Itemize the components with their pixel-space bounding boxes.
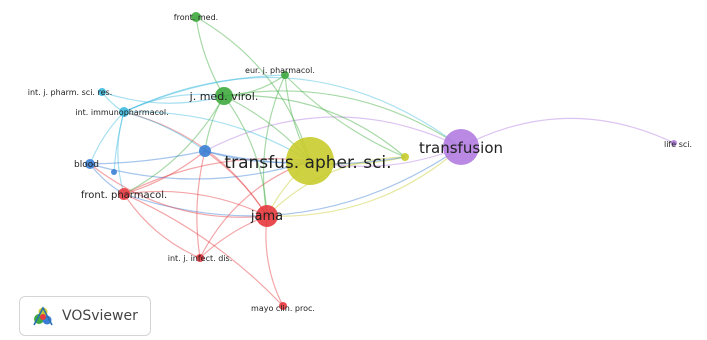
- node-yellow-small[interactable]: [401, 153, 409, 161]
- node-mayo-clin-proc[interactable]: [279, 302, 287, 310]
- label-eur-j-pharmacol: eur. j. pharmacol.: [245, 66, 315, 75]
- vosviewer-icon: [33, 306, 53, 326]
- node-blue-hub[interactable]: [199, 145, 211, 157]
- edge-transfus-apher-sci-front-med: [195, 16, 311, 162]
- edge-transfusion-blue-hub: [204, 116, 462, 152]
- label-front-med: front. med.: [174, 13, 218, 22]
- edge-jama-eur-j-pharmacol: [262, 74, 286, 217]
- edge-transfusion-jama: [266, 146, 462, 217]
- edge-transfus-apher-sci-blood: [89, 160, 311, 180]
- label-jama: jama: [250, 209, 283, 224]
- label-int-immunopharmacol: int. immunopharmacol.: [75, 108, 168, 117]
- nodes: [85, 12, 677, 310]
- edge-transfusion-j-med-virol: [223, 90, 462, 148]
- label-front-pharmacol: front. pharmacol.: [81, 190, 167, 201]
- edge-j-med-virol-int-immunopharmacol: [123, 93, 225, 113]
- edge-jama-j-med-virol: [223, 95, 268, 217]
- label-life-sci: life sci.: [664, 140, 692, 149]
- edge-int-immunopharmacol-cyan-small: [113, 111, 125, 173]
- vosviewer-logo: VOSviewer: [19, 296, 151, 336]
- edge-eur-j-pharmacol-yellow-small: [284, 74, 406, 158]
- edge-int-immunopharmacol-front-pharmacol: [117, 111, 125, 195]
- node-life-sci[interactable]: [671, 140, 677, 146]
- edge-j-med-virol-yellow-small: [223, 94, 406, 158]
- edge-eur-j-pharmacol-int-immunopharmacol: [123, 74, 286, 113]
- edge-transfusion-life-sci: [460, 117, 675, 148]
- node-j-med-virol[interactable]: [215, 87, 233, 105]
- edge-blood-blue-hub: [89, 150, 206, 165]
- node-front-pharmacol[interactable]: [118, 188, 130, 200]
- label-transfus-apher-sci: transfus. apher. sci.: [224, 153, 391, 173]
- edge-front-pharmacol-int-j-infect-dis: [123, 193, 201, 259]
- edge-front-pharmacol-blue-hub: [123, 150, 206, 195]
- label-int-j-infect-dis: int. j. infect. dis.: [168, 254, 233, 263]
- edge-jama-blood: [89, 163, 268, 218]
- node-int-j-infect-dis[interactable]: [196, 254, 204, 262]
- node-transfusion[interactable]: [443, 129, 479, 165]
- edge-int-immunopharmacol-blue-hub: [123, 111, 206, 152]
- vosviewer-text: VOSviewer: [62, 308, 138, 324]
- node-blood[interactable]: [85, 159, 95, 169]
- node-eur-j-pharmacol[interactable]: [281, 71, 289, 79]
- node-transfus-apher-sci[interactable]: [286, 137, 334, 185]
- edge-int-j-infect-dis-blue-hub: [196, 150, 206, 259]
- edge-jama-front-pharmacol: [123, 190, 268, 217]
- label-j-med-virol: j. med. virol.: [189, 90, 259, 103]
- edge-transfus-apher-sci-int-immunopharmacol: [123, 111, 311, 162]
- edge-transfusion-int-immunopharmacol: [123, 76, 462, 148]
- edge-jama-mayo-clin-proc: [265, 215, 284, 307]
- label-transfusion: transfusion: [419, 139, 503, 157]
- edge-int-immunopharmacol-blood: [89, 111, 125, 165]
- labels: transfus. apher. sci. transfusion jama j. m…: [28, 13, 692, 313]
- label-mayo-clin-proc: mayo clin. proc.: [251, 304, 315, 313]
- node-jama[interactable]: [256, 205, 278, 227]
- edge-j-med-virol-int-j-pharm-sci-res: [101, 91, 225, 104]
- label-int-j-pharm-sci-res: int. j. pharm. sci. res.: [28, 88, 113, 97]
- label-blood: blood: [74, 160, 99, 170]
- edge-front-pharmacol-mayo-clin-proc: [123, 193, 284, 307]
- node-cyan-small[interactable]: [111, 169, 117, 175]
- edge-j-med-virol-front-pharmacol: [123, 95, 225, 195]
- node-int-j-pharm-sci-res[interactable]: [98, 88, 106, 96]
- edge-transfusion-front-pharmacol: [123, 146, 462, 217]
- node-int-immunopharmacol[interactable]: [119, 107, 129, 117]
- node-front-med[interactable]: [191, 12, 201, 22]
